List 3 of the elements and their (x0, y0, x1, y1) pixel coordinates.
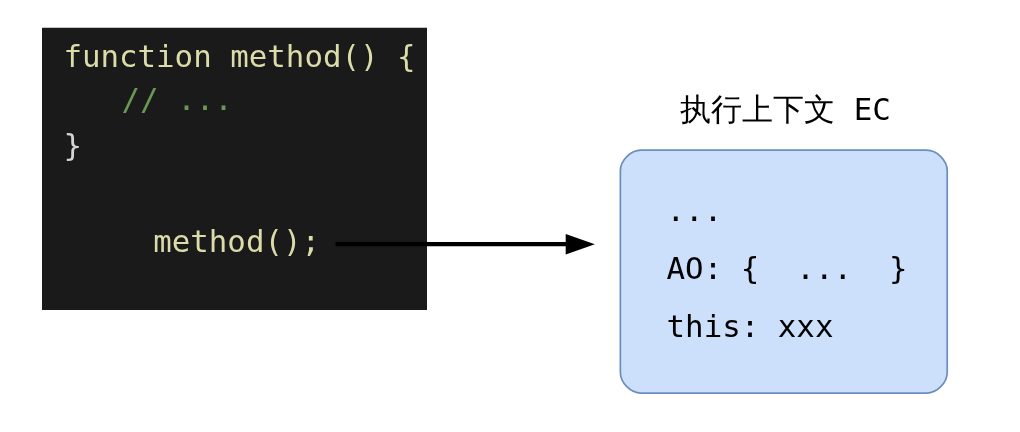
arrow (335, 234, 595, 255)
node-text: method(); (153, 222, 321, 259)
node-label: 执行上下文 EC (680, 91, 891, 127)
